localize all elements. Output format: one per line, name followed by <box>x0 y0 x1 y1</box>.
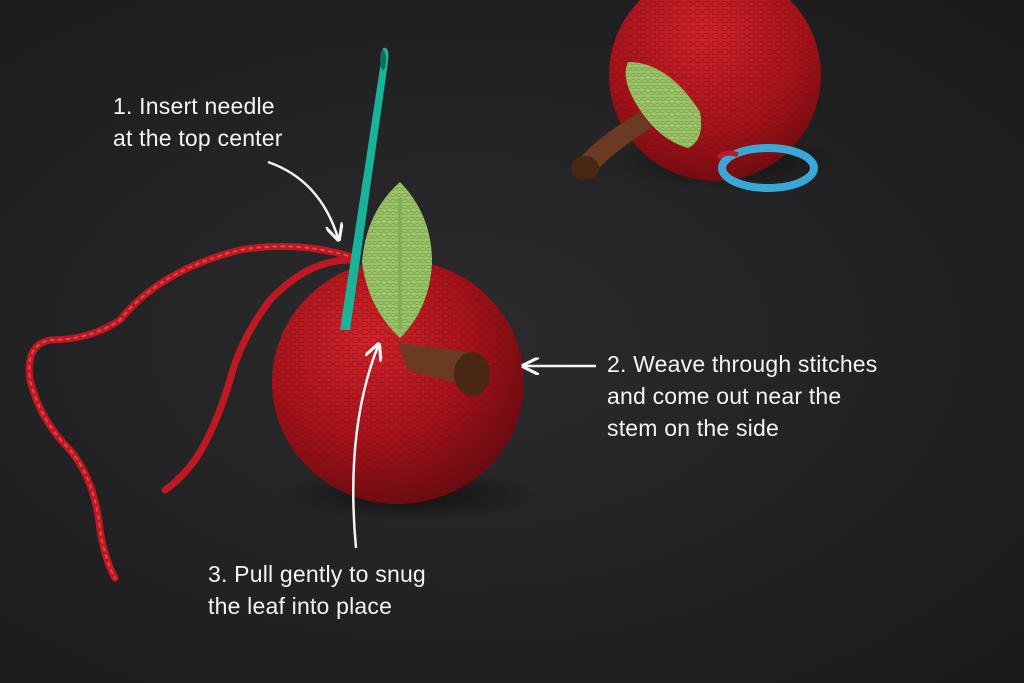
annotation-step3: 3. Pull gently to snug the leaf into pla… <box>208 558 426 622</box>
stitch-marker <box>716 144 818 192</box>
arrow-step1 <box>267 160 338 238</box>
yarn-tail <box>25 242 359 582</box>
annotation-step2: 2. Weave through stitches and come out n… <box>607 348 878 444</box>
crochet-apple-main <box>272 182 524 504</box>
annotation-step1: 1. Insert needle at the top center <box>113 90 283 154</box>
annotation-step1-line1: 1. Insert needle <box>113 93 275 119</box>
crochet-apple-background <box>571 0 835 192</box>
annotation-step2-line2: and come out near the <box>607 383 842 409</box>
annotation-step1-line2: at the top center <box>113 125 283 151</box>
annotation-step2-line1: 2. Weave through stitches <box>607 351 878 377</box>
arrow-step3 <box>352 346 378 549</box>
tapestry-needle <box>340 47 389 331</box>
annotation-step2-line3: stem on the side <box>607 415 779 441</box>
annotation-step3-line1: 3. Pull gently to snug <box>208 561 426 587</box>
annotation-step3-line2: the leaf into place <box>208 593 393 619</box>
